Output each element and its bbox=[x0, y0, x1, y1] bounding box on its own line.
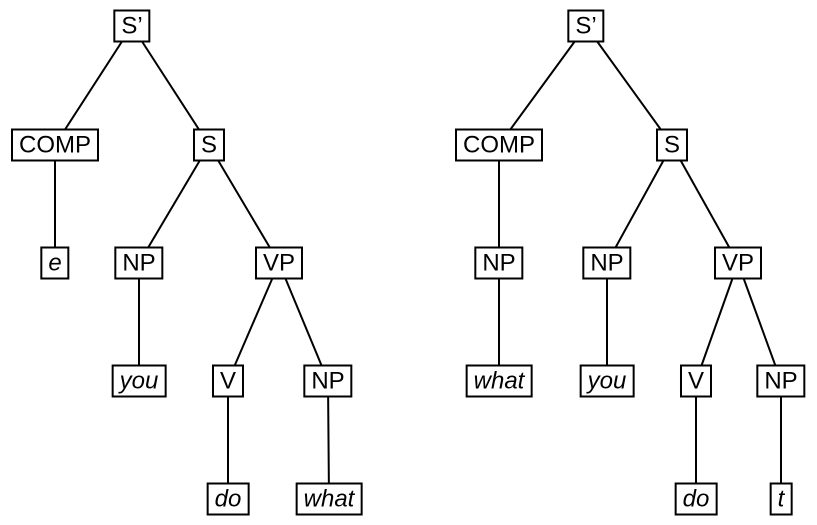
tree-edge bbox=[606, 144, 673, 264]
node-s-left: S bbox=[192, 128, 226, 162]
node-you-right: you bbox=[579, 364, 635, 398]
node-s-bar-left: S’ bbox=[113, 9, 151, 43]
node-what-left: what bbox=[295, 482, 363, 516]
node-vp-right: VP bbox=[713, 246, 763, 280]
tree-edge bbox=[278, 262, 329, 382]
node-do-right: do bbox=[674, 482, 718, 516]
tree-edge bbox=[227, 262, 280, 382]
node-s-right: S bbox=[655, 128, 689, 162]
node-vp-left: VP bbox=[254, 246, 304, 280]
tree-edge bbox=[138, 144, 210, 264]
node-you-left: you bbox=[111, 364, 167, 398]
tree-edge bbox=[671, 144, 739, 264]
tree-edge bbox=[208, 144, 280, 264]
tree-edge bbox=[54, 25, 133, 146]
node-v-right: V bbox=[679, 364, 713, 398]
node-do-left: do bbox=[206, 482, 250, 516]
node-t-right: t bbox=[769, 482, 793, 516]
node-s-bar-right: S’ bbox=[567, 9, 605, 43]
node-np-comp-right: NP bbox=[474, 246, 524, 280]
node-v-left: V bbox=[211, 364, 245, 398]
tree-edge bbox=[327, 380, 330, 500]
node-np-subj-left: NP bbox=[114, 246, 164, 280]
tree-edges-right bbox=[498, 25, 782, 499]
tree-edge bbox=[498, 25, 587, 146]
node-np-obj-right: NP bbox=[756, 364, 806, 398]
tree-edges-left bbox=[54, 25, 330, 500]
node-comp-right: COMP bbox=[455, 128, 543, 162]
node-np-obj-left: NP bbox=[303, 364, 353, 398]
tree-edge bbox=[695, 262, 739, 382]
node-comp-left: COMP bbox=[11, 128, 99, 162]
tree-edge bbox=[737, 262, 782, 382]
node-e-left: e bbox=[40, 246, 70, 280]
tree-edge bbox=[585, 25, 673, 146]
node-what-right: what bbox=[465, 364, 533, 398]
tree-edge bbox=[131, 25, 210, 146]
node-np-subj-right: NP bbox=[582, 246, 632, 280]
